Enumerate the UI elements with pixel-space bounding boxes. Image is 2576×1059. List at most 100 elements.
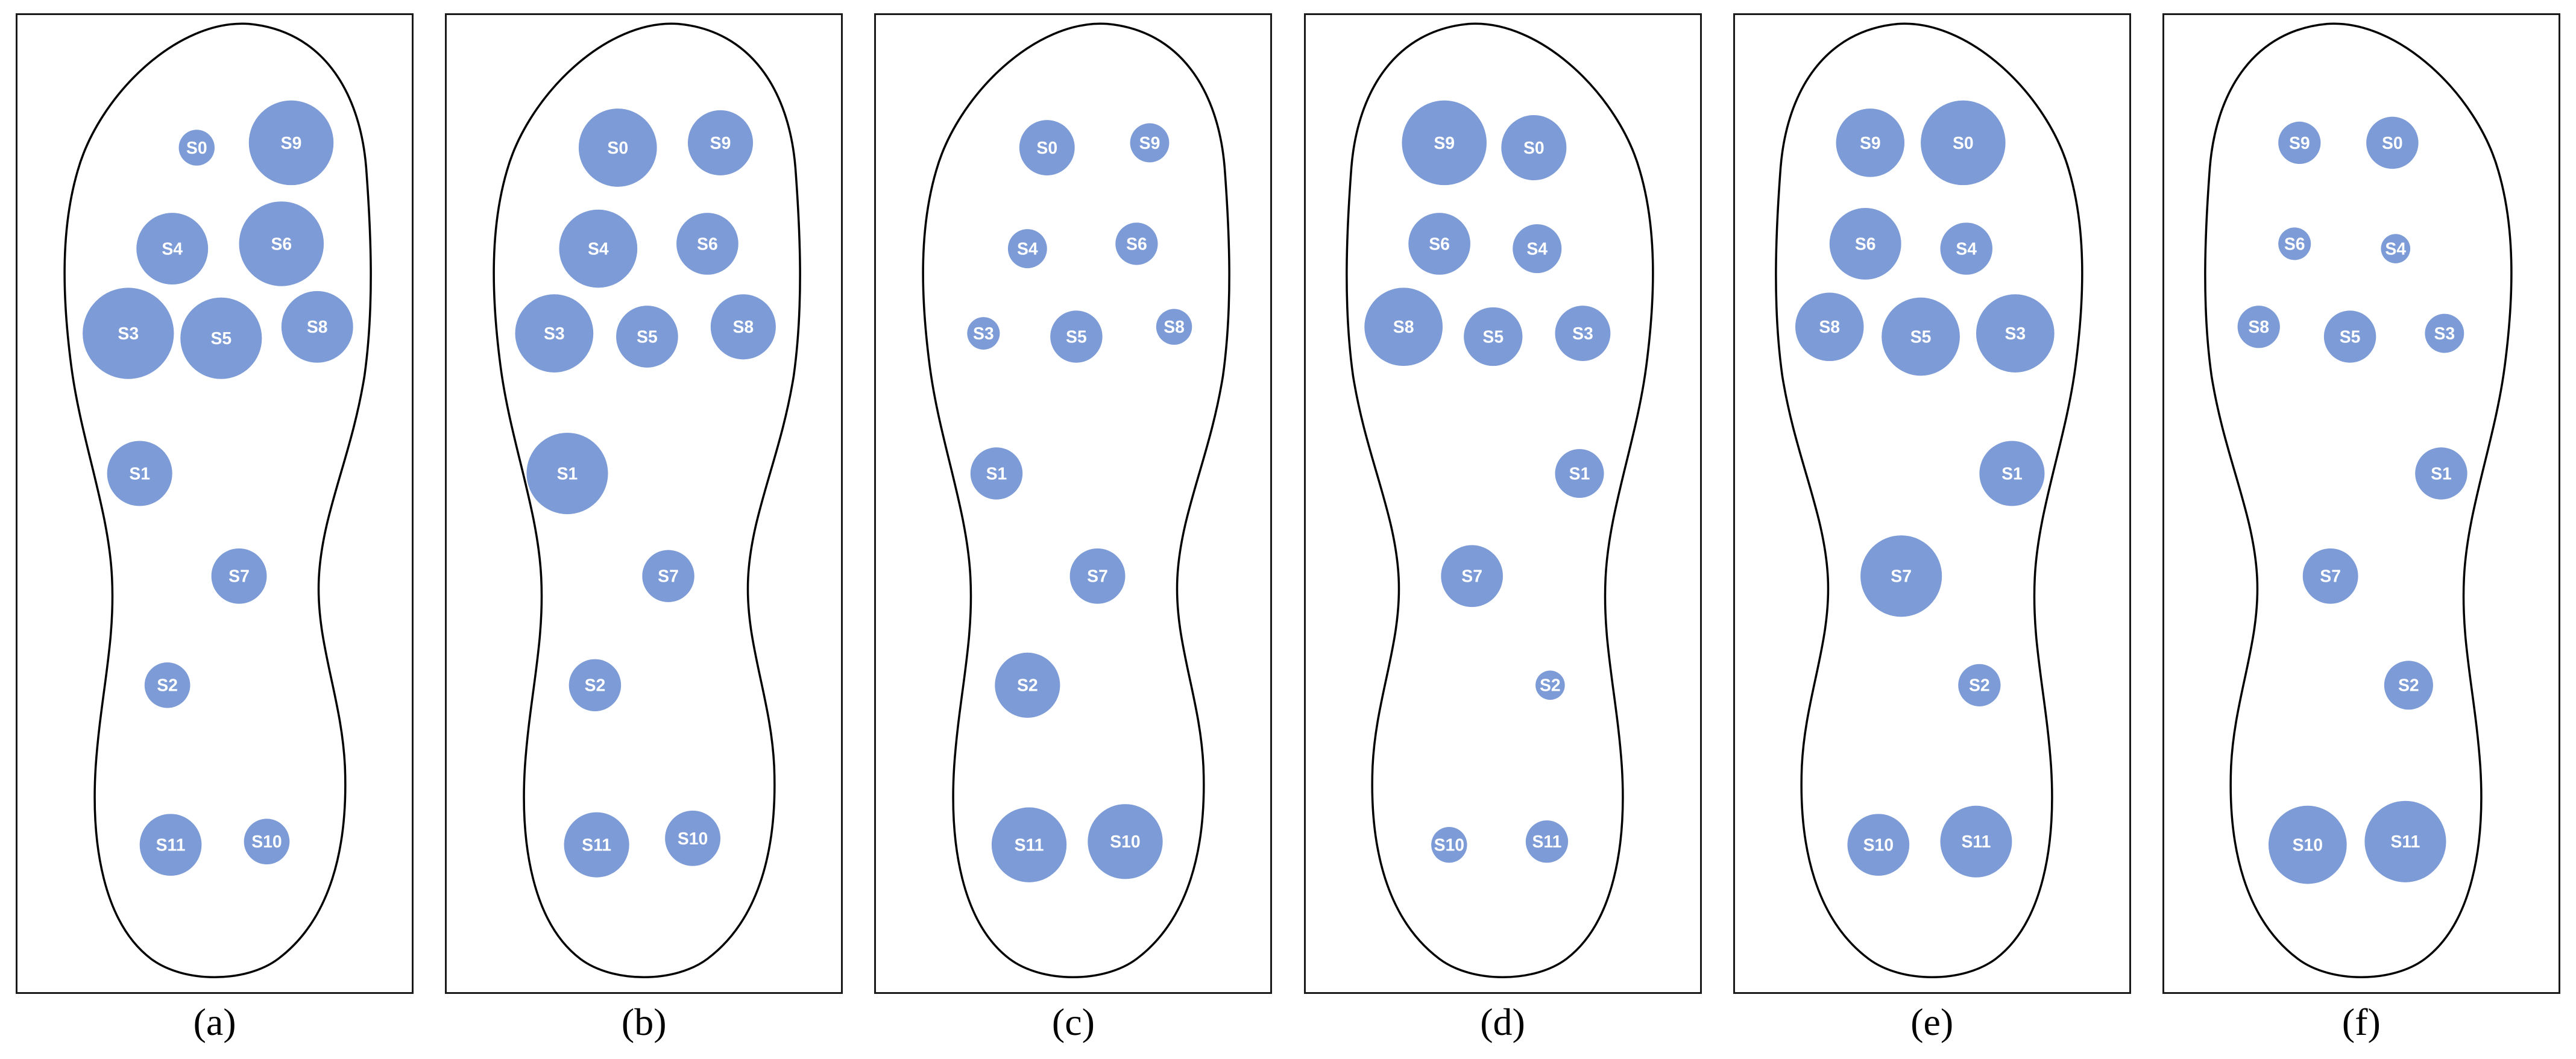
sensor-s9-marker: S9	[2278, 121, 2321, 165]
sensor-s9-marker: S9	[1401, 100, 1487, 186]
sensor-label: S1	[557, 464, 578, 483]
sensor-label: S5	[1910, 327, 1931, 347]
sensor-s6-marker: S6	[2278, 227, 2311, 260]
sensor-circle	[1401, 100, 1487, 186]
sensor-circle	[2278, 121, 2321, 165]
sensor-circle	[1069, 548, 1126, 604]
sensor-label: S3	[2434, 324, 2455, 344]
sensor-label: S2	[1017, 676, 1038, 696]
sensor-label: S7	[1088, 567, 1109, 586]
sensor-label: S7	[2320, 567, 2341, 586]
sensor-circle	[1860, 535, 1942, 617]
sensor-s10-marker: S10	[1431, 826, 1467, 863]
sensor-s5-marker: S5	[1881, 297, 1960, 376]
sensor-label: S2	[1969, 676, 1990, 696]
sensor-circle	[515, 294, 594, 372]
sensor-circle	[1836, 108, 1904, 177]
sensor-circle	[83, 288, 174, 379]
sensor-circle	[1979, 441, 2045, 506]
sensor-s9-marker: S9	[688, 110, 754, 175]
sensor-label: S11	[1961, 832, 1991, 852]
sensor-s1-marker: S1	[2415, 447, 2467, 500]
sensor-circle	[244, 819, 290, 865]
panel-caption-d: (d)	[1480, 1001, 1525, 1043]
sensor-circle	[564, 812, 629, 878]
sensor-label: S8	[307, 318, 328, 337]
sensor-label: S5	[1482, 327, 1504, 347]
sensor-s0-marker: S0	[178, 130, 215, 166]
sensor-label: S0	[1037, 139, 1058, 158]
sensor-s6-marker: S6	[1408, 213, 1470, 275]
sensor-s7-marker: S7	[1860, 535, 1942, 617]
sensor-s8-marker: S8	[2237, 306, 2280, 348]
sensor-s4-marker: S4	[2381, 234, 2410, 263]
sensor-label: S4	[2385, 239, 2406, 259]
sensor-circle	[1088, 804, 1164, 879]
sensor-circle	[1501, 115, 1566, 181]
sensor-label: S4	[1017, 239, 1038, 259]
sensor-s0-marker: S0	[1920, 100, 2006, 186]
sensor-s7-marker: S7	[1069, 548, 1126, 604]
sensor-circle	[281, 291, 353, 363]
sensor-s2-marker: S2	[1535, 670, 1565, 700]
sensor-s11-marker: S11	[2364, 800, 2446, 882]
sensor-label: S7	[1891, 567, 1912, 586]
sensor-label: S1	[2001, 464, 2023, 483]
sensor-s3-marker: S3	[1555, 306, 1610, 362]
sensor-s6-marker: S6	[239, 201, 324, 286]
sensor-circle	[1364, 288, 1443, 366]
panel-caption-c: (c)	[1051, 1001, 1095, 1043]
sensor-circle	[2323, 310, 2376, 363]
sensor-s4-marker: S4	[136, 213, 209, 285]
sensor-circle	[1156, 309, 1192, 345]
sensor-s6-marker: S6	[1829, 208, 1901, 280]
sensor-s4-marker: S4	[1512, 224, 1561, 274]
sensor-s2-marker: S2	[2384, 661, 2433, 710]
panel-caption-a: (a)	[193, 1001, 236, 1043]
sensor-label: S7	[658, 567, 679, 586]
sensor-s0-marker: S0	[1501, 115, 1566, 181]
sensor-label: S3	[2004, 324, 2026, 344]
sensor-label: S3	[973, 324, 994, 344]
sensor-label: S11	[2390, 832, 2420, 852]
sensor-label: S3	[544, 324, 565, 344]
sensor-circle	[2364, 800, 2446, 882]
sensor-label: S2	[1540, 676, 1561, 696]
sensor-label: S3	[1572, 324, 1593, 344]
sensor-s5-marker: S5	[2323, 310, 2376, 363]
sensor-circle	[992, 807, 1067, 882]
sensor-s8-marker: S8	[711, 294, 776, 360]
sensor-s2-marker: S2	[144, 662, 191, 708]
sensor-label: S9	[1434, 134, 1455, 153]
sensor-circle	[676, 213, 738, 275]
sensor-circle	[642, 550, 695, 602]
sensor-label: S6	[1126, 234, 1147, 254]
sensor-circle	[239, 201, 324, 286]
panel-caption-b: (b)	[621, 1001, 667, 1043]
sensor-label: S9	[1139, 134, 1160, 153]
sensor-circle	[1431, 826, 1467, 863]
sensor-label: S10	[251, 832, 282, 852]
sensor-s1-marker: S1	[526, 432, 608, 515]
sensor-circle	[1940, 805, 2012, 878]
sensor-label: S9	[281, 134, 302, 153]
sensor-label: S4	[1956, 239, 1977, 259]
sensor-s3-marker: S3	[2425, 313, 2464, 353]
sensor-circle	[2268, 805, 2347, 884]
sensor-circle	[526, 432, 608, 515]
sensor-label: S1	[986, 464, 1007, 483]
sensor-s0-marker: S0	[1019, 120, 1075, 175]
sensor-label: S6	[697, 234, 718, 254]
sensor-circle	[248, 100, 334, 186]
sensor-label: S6	[271, 234, 292, 254]
sensor-s9-marker: S9	[1836, 108, 1904, 177]
sensor-circle	[139, 814, 202, 876]
sensor-label: S10	[1434, 836, 1464, 855]
